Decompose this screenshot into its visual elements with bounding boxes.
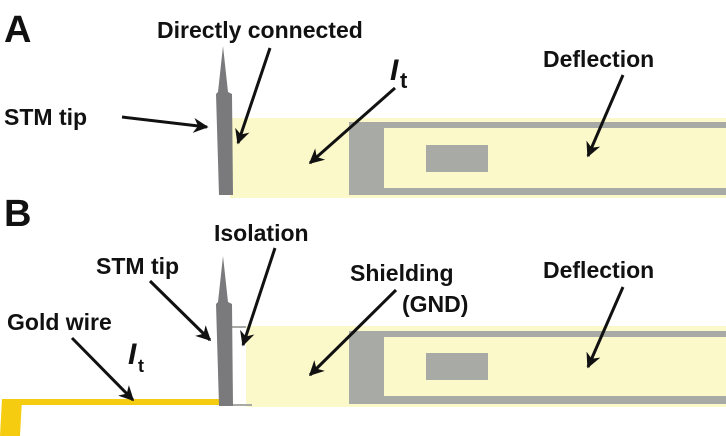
shielding-bar-b (349, 331, 384, 404)
sensor-pad-b (426, 353, 488, 380)
label-isolation: Isolation (214, 220, 309, 246)
panel-a-letter: A (4, 9, 31, 51)
arrow-stm-tip-a (121, 115, 209, 133)
panel-a: A Directly connected STM tip I t Deflect… (4, 9, 726, 198)
frame-bottom-rail-b (349, 396, 726, 404)
frame-top-rail-b (349, 331, 726, 337)
label-deflection-a: Deflection (543, 46, 654, 72)
label-shielding: Shielding (350, 260, 454, 286)
arrow-deflection-a (586, 74, 625, 158)
stm-tip-b (216, 256, 233, 406)
panel-b-letter: B (4, 193, 31, 235)
arrow-stm-tip-b (148, 279, 212, 342)
label-gold-wire: Gold wire (7, 309, 112, 335)
arrow-shielding (308, 288, 398, 377)
arrow-directly-connected (235, 47, 272, 145)
label-current-b: I (128, 338, 137, 371)
frame-bottom-rail-a (349, 188, 726, 195)
label-directly-connected: Directly connected (157, 17, 363, 43)
label-shielding-gnd: (GND) (402, 291, 468, 317)
label-current-b-sub: t (138, 356, 144, 376)
panel-b: B Isolation STM tip Gold wire I t Shield… (0, 193, 726, 436)
label-current-a-sub: t (400, 68, 408, 93)
gold-wire (2, 399, 220, 405)
arrow-current-a (308, 86, 396, 165)
frame-top-rail-a (349, 122, 726, 128)
label-deflection-b: Deflection (543, 257, 654, 283)
stm-tip-a (216, 46, 233, 195)
sensor-pad-a (426, 145, 488, 172)
gold-wire-post (0, 399, 22, 436)
label-stm-tip-b: STM tip (96, 253, 179, 279)
arrow-isolation (240, 247, 277, 347)
label-current-a: I (390, 54, 399, 87)
arrow-deflection-b (586, 286, 625, 369)
arrow-gold-wire (70, 336, 135, 402)
frame-left-bar-a (349, 122, 384, 195)
label-stm-tip-a: STM tip (4, 104, 87, 130)
